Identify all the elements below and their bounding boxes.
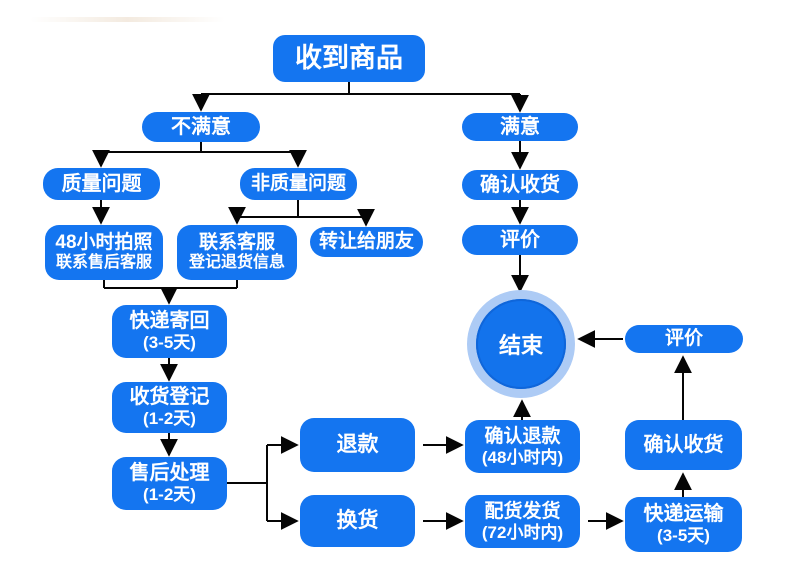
node-label-line2: (3-5天) [143, 333, 196, 353]
node-label: 评价 [664, 328, 703, 350]
node-dispatch-ship: 配货发货 (72小时内) [465, 495, 580, 548]
node-confirm-refund: 确认退款 (48小时内) [465, 420, 580, 473]
faint-watermark-streak [30, 17, 225, 22]
node-label: 满意 [500, 115, 540, 138]
node-label-line2: (1-2天) [143, 409, 196, 429]
node-label: 确认收货 [643, 433, 724, 456]
node-label-line2: (3-5天) [657, 526, 710, 546]
node-label-line2: (72小时内) [481, 522, 564, 542]
node-label-line2: (1-2天) [143, 485, 196, 505]
node-end-circle: 结束 [467, 290, 575, 398]
node-contact-service: 联系客服 登记退货信息 [177, 225, 297, 280]
node-express-return: 快递寄回 (3-5天) [112, 305, 227, 358]
node-aftersales-handle: 售后处理 (1-2天) [112, 457, 227, 510]
node-receipt-register: 收货登记 (1-2天) [112, 382, 227, 433]
node-received-goods: 收到商品 [273, 35, 425, 82]
node-review-right: 评价 [625, 325, 743, 353]
node-give-to-friend: 转让给朋友 [310, 227, 423, 257]
node-label-line2: 登记退货信息 [188, 254, 285, 272]
node-confirm-receipt-top: 确认收货 [462, 170, 578, 200]
node-photo-48h: 48小时拍照 联系售后客服 [45, 225, 163, 280]
node-label: 转让给朋友 [318, 231, 414, 253]
node-label: 换货 [336, 508, 379, 532]
node-review-top: 评价 [462, 225, 578, 255]
node-satisfied: 满意 [462, 113, 578, 141]
node-label-line1: 快递运输 [643, 503, 724, 526]
node-label-line1: 收货登记 [129, 386, 210, 409]
node-label: 质量问题 [61, 172, 142, 195]
node-exchange: 换货 [300, 495, 415, 547]
node-confirm-receipt-right: 确认收货 [625, 420, 742, 470]
node-label-line1: 确认退款 [484, 425, 561, 447]
node-label-line1: 48小时拍照 [55, 232, 153, 254]
node-label: 收到商品 [295, 42, 403, 73]
node-label: 退款 [336, 432, 379, 456]
node-label-line1: 配货发货 [484, 500, 561, 522]
node-label: 确认收货 [480, 173, 560, 196]
node-label: 不满意 [171, 115, 231, 138]
node-label-line1: 快递寄回 [129, 310, 210, 333]
node-label: 评价 [500, 228, 540, 251]
node-label: 非质量问题 [250, 173, 346, 195]
node-label-line2: (48小时内) [481, 447, 564, 467]
node-label-line1: 联系客服 [198, 232, 275, 254]
node-label-line1: 售后处理 [129, 462, 210, 485]
node-express-transport: 快递运输 (3-5天) [625, 497, 742, 552]
end-circle-core: 结束 [476, 299, 566, 389]
node-label-line2: 联系售后客服 [55, 254, 152, 272]
node-unsatisfied: 不满意 [142, 112, 260, 142]
node-refund: 退款 [300, 418, 415, 472]
node-quality-issue: 质量问题 [43, 168, 160, 200]
node-label: 结束 [498, 333, 543, 358]
node-non-quality-issue: 非质量问题 [240, 168, 357, 200]
